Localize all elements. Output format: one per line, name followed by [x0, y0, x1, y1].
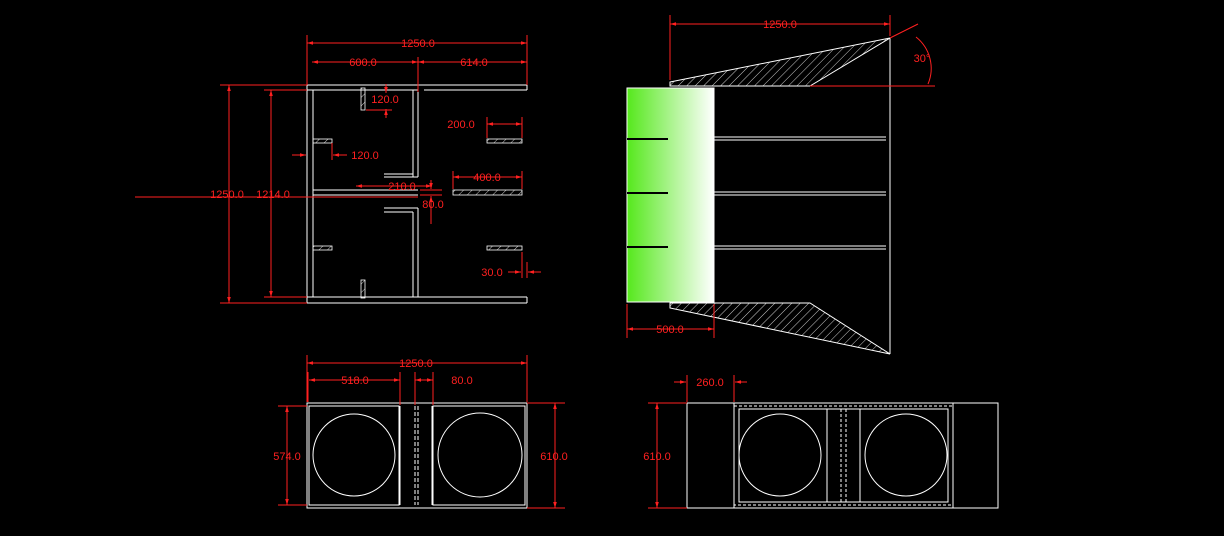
dim-throat: 500.0 — [626, 304, 715, 338]
dim-angle: 30° — [810, 23, 935, 87]
right-driver-2 — [864, 413, 948, 497]
dim-fin-top: 120.0 — [366, 84, 399, 118]
dim-chamber: 518.0 80.0 — [307, 372, 473, 405]
dim-throat-label: 500.0 — [656, 324, 684, 336]
upper-horn-wall — [669, 37, 891, 87]
dim-heights: 1250.0 1214.0 — [135, 84, 418, 304]
dim-inner-height-label-bl: 574.0 — [273, 451, 301, 463]
dim-gap: 80.0 — [420, 180, 444, 224]
dim-chamber-label: 518.0 — [341, 375, 369, 387]
dim-slot: 210.0 — [356, 181, 432, 193]
dim-fin-200-label: 200.0 — [447, 119, 475, 131]
dim-thickness-label: 30.0 — [481, 267, 502, 279]
dim-left-width-label: 600.0 — [349, 57, 377, 69]
left-driver-2 — [738, 413, 822, 497]
dim-inner-height: 574.0 — [273, 405, 307, 506]
bottom-right-view: 260.0 610.0 — [643, 375, 999, 509]
dim-height-br: 610.0 — [643, 402, 687, 509]
fins — [312, 87, 523, 299]
dim-width-label: 1250.0 — [399, 358, 433, 370]
dim-fin-left-label: 120.0 — [351, 150, 379, 162]
dim-inner-height-label: 1214.0 — [256, 189, 290, 201]
dim-total-width: 1250.0 — [306, 35, 528, 85]
dim-divider-label: 80.0 — [451, 375, 472, 387]
dim-split-widths: 600.0 614.0 — [312, 57, 527, 92]
dim-fin-400-label: 400.0 — [473, 172, 501, 184]
dim-thickness: 30.0 — [481, 252, 541, 279]
dim-right-width-label: 614.0 — [460, 57, 488, 69]
throat-block — [626, 87, 715, 303]
dim-angle-label: 30° — [914, 53, 931, 65]
top-left-view: 1250.0 600.0 614.0 1250.0 1214.0 1 — [135, 35, 541, 304]
dim-offset: 260.0 — [674, 375, 747, 402]
dim-fin-left: 120.0 — [292, 143, 379, 162]
right-driver — [437, 412, 523, 498]
dim-height-br-label: 610.0 — [643, 451, 671, 463]
dim-slot-label: 210.0 — [388, 181, 416, 193]
dim-offset-label: 260.0 — [696, 377, 724, 389]
dim-fin-200: 200.0 — [447, 117, 523, 138]
dim-outer-height: 610.0 — [527, 402, 568, 509]
dim-fin-400: 400.0 — [452, 171, 523, 189]
left-driver — [312, 413, 396, 497]
dim-outer-height-label: 610.0 — [540, 451, 568, 463]
bottom-left-view: 1250.0 518.0 80.0 574.0 610.0 — [273, 355, 568, 509]
dim-fin-top-label: 120.0 — [371, 94, 399, 106]
top-right-view: 1250.0 30° 500.0 — [626, 15, 935, 355]
dim-length-label: 1250.0 — [763, 19, 797, 31]
dim-length: 1250.0 — [669, 15, 891, 80]
dim-width: 1250.0 — [306, 355, 528, 402]
front-section-outline — [306, 84, 528, 304]
dim-total-height-label: 1250.0 — [210, 189, 244, 201]
internal-baffles — [627, 136, 886, 250]
dim-gap-label: 80.0 — [422, 199, 443, 211]
dim-total-width-label: 1250.0 — [401, 38, 435, 50]
